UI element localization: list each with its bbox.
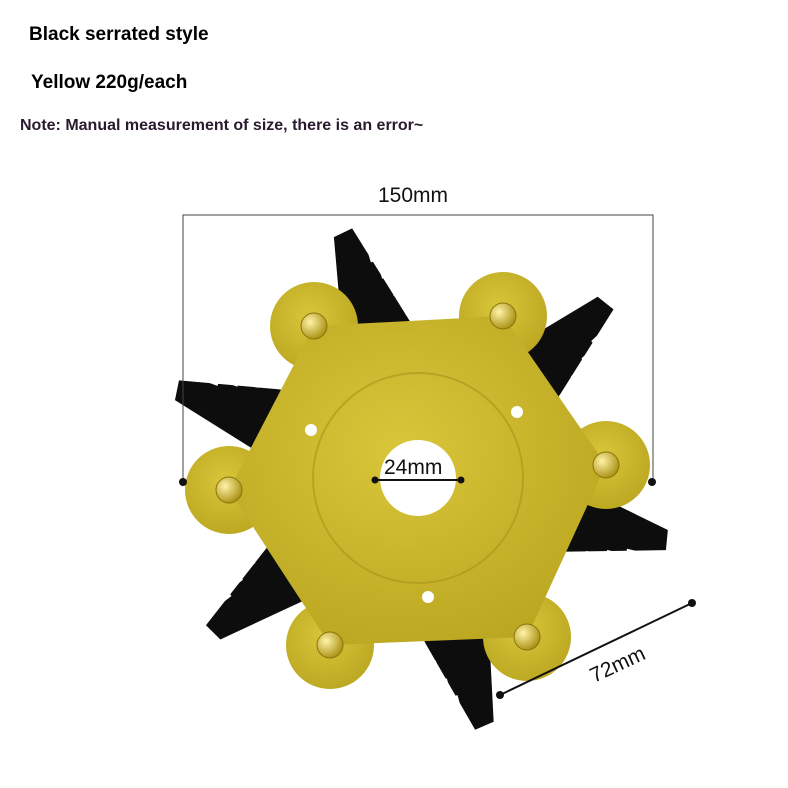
bolts [215, 302, 620, 659]
dimension-lines [182, 214, 654, 482]
hole-dimension: 24mm [384, 456, 442, 479]
measurement-note: Note: Manual measurement of size, there … [20, 117, 424, 134]
style-title: Black serrated style [29, 24, 209, 45]
center-hole [380, 440, 456, 516]
variant-label: Yellow 220g/each [31, 72, 188, 93]
width-dimension: 150mm [378, 184, 448, 207]
